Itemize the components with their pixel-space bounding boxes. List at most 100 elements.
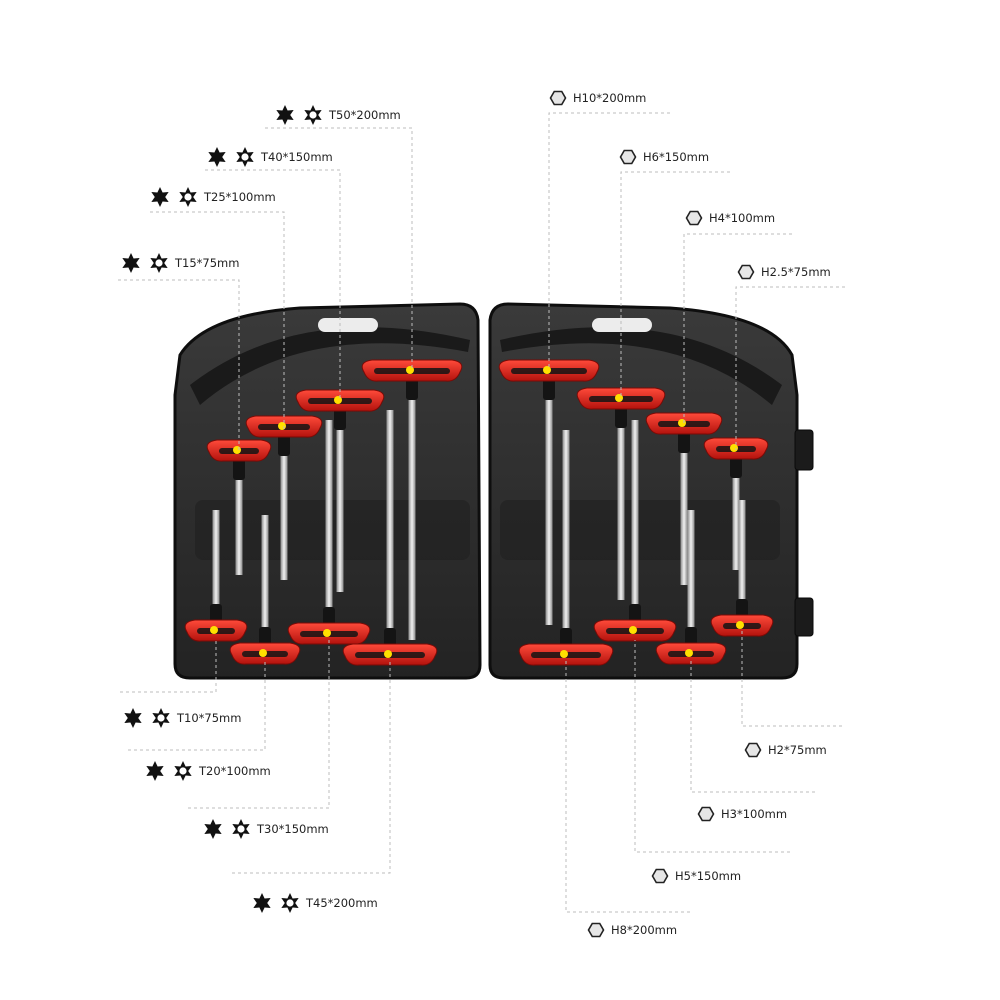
key-collar [278,434,290,456]
torx-outline-icon [281,893,299,913]
torx-solid-icon [204,819,222,839]
label-t20: T20*100mm [146,761,271,781]
hexagon-icon [549,90,567,106]
label-h10: H10*200mm [549,90,646,106]
label-text: T15*75mm [174,256,239,270]
key-collar [543,378,555,400]
key-collar [730,456,742,478]
key-shaft [336,410,344,592]
key-inverted-4 [518,430,614,666]
torx-solid-icon [208,147,226,167]
label-text: H2*75mm [768,743,827,757]
key-shaft [408,380,416,640]
label-h3: H3*100mm [697,806,787,822]
key-inverted-3 [342,410,438,666]
torx-solid-icon [151,187,169,207]
key-upright-2 [295,389,385,592]
label-t15: T15*75mm [122,253,239,273]
key-shaft [325,420,333,627]
key-inverted-6 [655,510,727,665]
key-dot [334,396,342,404]
label-t40: T40*150mm [208,147,333,167]
key-collar [678,431,690,453]
leader-h5 [634,640,790,853]
tray-right [500,500,780,560]
torx-solid-icon [122,253,140,273]
key-shaft [617,408,625,600]
key-inverted-7 [710,500,774,637]
hexagon-icon [587,922,605,938]
torx-solid-icon [253,893,271,913]
label-text: H2.5*75mm [761,265,831,279]
torx-solid-icon [146,761,164,781]
leader-t15 [118,279,240,450]
torx-solid-icon [124,708,142,728]
leader-h8 [565,660,690,913]
key-dot [560,650,568,658]
key-dot [233,446,241,454]
leader-t40 [205,169,341,400]
leader-t50 [265,127,413,370]
case-arch-right [500,327,782,405]
torx-outline-icon [150,253,168,273]
leader-h4 [683,233,792,425]
label-t30: T30*150mm [204,819,329,839]
hexagon-icon [737,264,755,280]
label-t45: T45*200mm [253,893,378,913]
key-shaft [212,510,220,624]
label-text: H4*100mm [709,211,775,225]
key-shaft [280,436,288,580]
label-h5: H5*150mm [651,868,741,884]
key-dot [323,629,331,637]
key-dot [730,444,738,452]
label-text: T20*100mm [198,764,271,778]
key-dot [406,366,414,374]
key-dot [259,649,267,657]
key-collar [615,406,627,428]
key-dot [615,394,623,402]
label-t25: T25*100mm [151,187,276,207]
label-text: H6*150mm [643,150,709,164]
key-collar [406,378,418,400]
key-shaft [738,500,746,619]
label-h4: H4*100mm [685,210,775,226]
key-inverted-5 [593,420,677,642]
key-dot [678,419,686,427]
key-dot [543,366,551,374]
label-h2: H2*75mm [744,742,827,758]
leader-h10 [548,112,670,370]
key-upright-5 [576,387,666,600]
key-shaft [386,410,394,648]
key-upright-3 [361,359,463,640]
leader-h2 [741,630,842,727]
case-latch-bottom [794,597,814,637]
key-upright-6 [645,412,723,585]
label-text: T30*150mm [256,822,329,836]
carry-case [173,302,814,680]
leader-h2-5 [735,286,845,450]
leader-t30 [188,640,330,809]
label-text: H3*100mm [721,807,787,821]
torx-outline-icon [152,708,170,728]
torx-outline-icon [304,105,322,125]
key-dot [278,422,286,430]
hex-label-group: H10*200mm H6*150mm H4*100mm H2.5*75mm H2… [549,90,831,938]
label-text: H8*200mm [611,923,677,937]
label-text: H5*150mm [675,869,741,883]
hexagon-icon [697,806,715,822]
torx-outline-icon [179,187,197,207]
key-shaft [261,515,269,647]
case-latch-top [794,429,814,471]
label-text: H10*200mm [573,91,646,105]
key-shaft [680,433,688,585]
key-shaft [235,460,243,575]
leader-t45 [232,660,391,874]
hexagon-icon [619,149,637,165]
label-h6: H6*150mm [619,149,709,165]
case-slot-right [592,318,652,332]
key-set [184,359,774,666]
leader-lines [118,112,845,913]
label-t50: T50*200mm [276,105,401,125]
leader-h6 [620,171,730,400]
key-shaft [562,430,570,648]
